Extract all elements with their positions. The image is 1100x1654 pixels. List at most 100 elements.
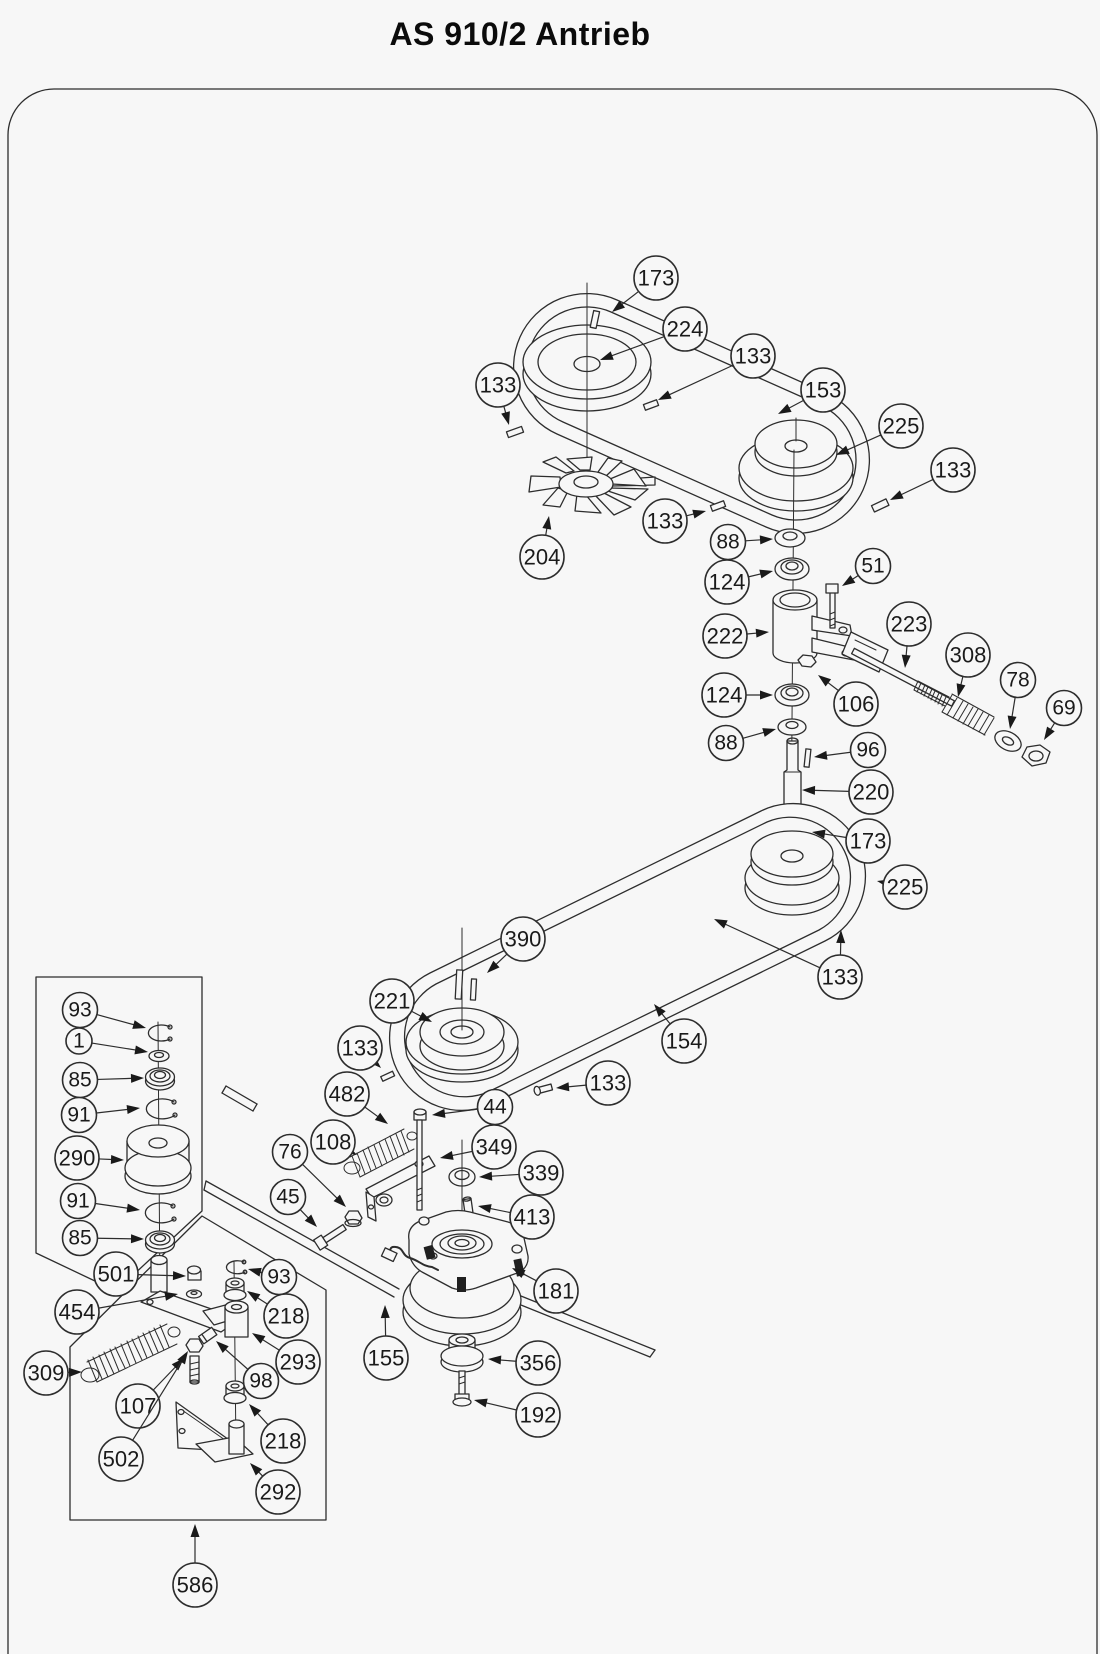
wire-connector [380,1247,398,1263]
svg-text:153: 153 [805,378,842,403]
bolt-107 [189,1355,200,1385]
svg-text:292: 292 [260,1480,297,1505]
svg-text:133: 133 [822,965,859,990]
callout-133: 133 [337,1025,383,1071]
svg-text:349: 349 [476,1135,513,1160]
nut-107 [185,1338,204,1353]
bearing-85-bottom [144,1230,176,1254]
svg-text:85: 85 [68,1069,91,1092]
svg-text:413: 413 [514,1205,551,1230]
svg-text:88: 88 [714,732,737,755]
svg-text:93: 93 [267,1266,290,1289]
svg-text:107: 107 [120,1394,157,1419]
bolt-44 [413,1108,427,1211]
callout-88: 88 [707,724,776,762]
svg-text:133: 133 [480,373,517,398]
bracket-stack [80,1259,254,1463]
callout-91: 91 [59,1182,140,1220]
key-96 [803,748,812,768]
callout-91: 91 [60,1096,140,1134]
washer-78 [994,730,1022,752]
svg-text:221: 221 [374,989,411,1014]
spacer-293 [224,1300,249,1338]
bearing-124-upper [774,557,810,581]
svg-text:220: 220 [853,780,890,805]
svg-text:133: 133 [342,1036,379,1061]
key-390-a [454,969,464,1000]
callout-501: 501 [93,1251,186,1297]
spool-356 [440,1333,484,1373]
spring-108-482 [343,1128,418,1178]
circlip-91-top [145,1098,178,1120]
svg-text:76: 76 [278,1141,301,1164]
svg-text:218: 218 [265,1429,302,1454]
svg-text:204: 204 [524,545,561,570]
spring-309 [80,1323,181,1383]
callout-88: 88 [709,523,773,561]
callout-218: 218 [249,1404,306,1464]
svg-text:192: 192 [520,1403,557,1428]
bracket-349 [365,1155,436,1222]
svg-text:225: 225 [887,875,924,900]
callout-502: 502 [98,1351,188,1482]
svg-text:88: 88 [716,531,739,554]
callout-290: 290 [54,1135,124,1181]
svg-text:108: 108 [315,1130,352,1155]
idler-stack [124,1021,245,1333]
svg-text:181: 181 [538,1279,575,1304]
svg-text:222: 222 [707,624,744,649]
bolt-45 [312,1223,347,1251]
bushing-218-lower [223,1380,247,1405]
bearing-124-lower [774,683,810,707]
callout-96: 96 [814,731,887,769]
svg-text:501: 501 [98,1262,135,1287]
svg-text:290: 290 [59,1146,96,1171]
callout-45: 45 [269,1178,317,1227]
svg-text:85: 85 [68,1227,91,1250]
washer-88-lower [777,718,807,736]
svg-text:454: 454 [59,1300,96,1325]
svg-text:293: 293 [280,1350,317,1375]
svg-text:96: 96 [856,739,879,762]
callout-106: 106 [818,675,879,727]
callout-1: 1 [65,1027,148,1055]
bar-stub [221,1085,258,1112]
svg-text:133: 133 [590,1071,627,1096]
callout-98: 98 [216,1341,280,1400]
circlip-93-right [225,1259,248,1275]
svg-text:173: 173 [638,266,675,291]
callout-482: 482 [324,1071,388,1124]
bolt-192 [452,1370,472,1407]
callout-133: 133 [714,919,863,1000]
bearing-85-top [144,1067,176,1091]
callout-108: 108 [310,1119,357,1165]
callout-133: 133 [475,362,521,425]
svg-text:173: 173 [850,829,887,854]
svg-text:154: 154 [666,1029,703,1054]
svg-text:309: 309 [28,1361,65,1386]
callout-155: 155 [363,1305,409,1381]
svg-text:308: 308 [950,643,987,668]
svg-text:223: 223 [891,612,928,637]
callout-133: 133 [658,333,776,400]
svg-text:482: 482 [329,1082,366,1107]
callout-308: 308 [945,632,991,697]
callout-124: 124 [704,559,773,605]
pulley-221 [405,927,519,1083]
callout-133: 133 [556,1060,631,1106]
diagram-frame [7,88,1098,1654]
callout-390: 390 [487,916,546,973]
page-title: AS 910/2 Antrieb [389,16,651,52]
svg-text:69: 69 [1052,697,1075,720]
callout-220: 220 [802,769,894,815]
callout-153: 153 [778,367,846,414]
spring-308 [941,693,995,736]
callout-78: 78 [999,661,1037,729]
callout-93: 93 [248,1258,298,1296]
callout-221: 221 [369,978,432,1024]
callout-224: 224 [600,306,708,360]
callout-173: 173 [812,818,891,864]
svg-text:44: 44 [483,1096,507,1119]
bracket-292 [175,1401,254,1463]
callout-192: 192 [474,1392,561,1438]
